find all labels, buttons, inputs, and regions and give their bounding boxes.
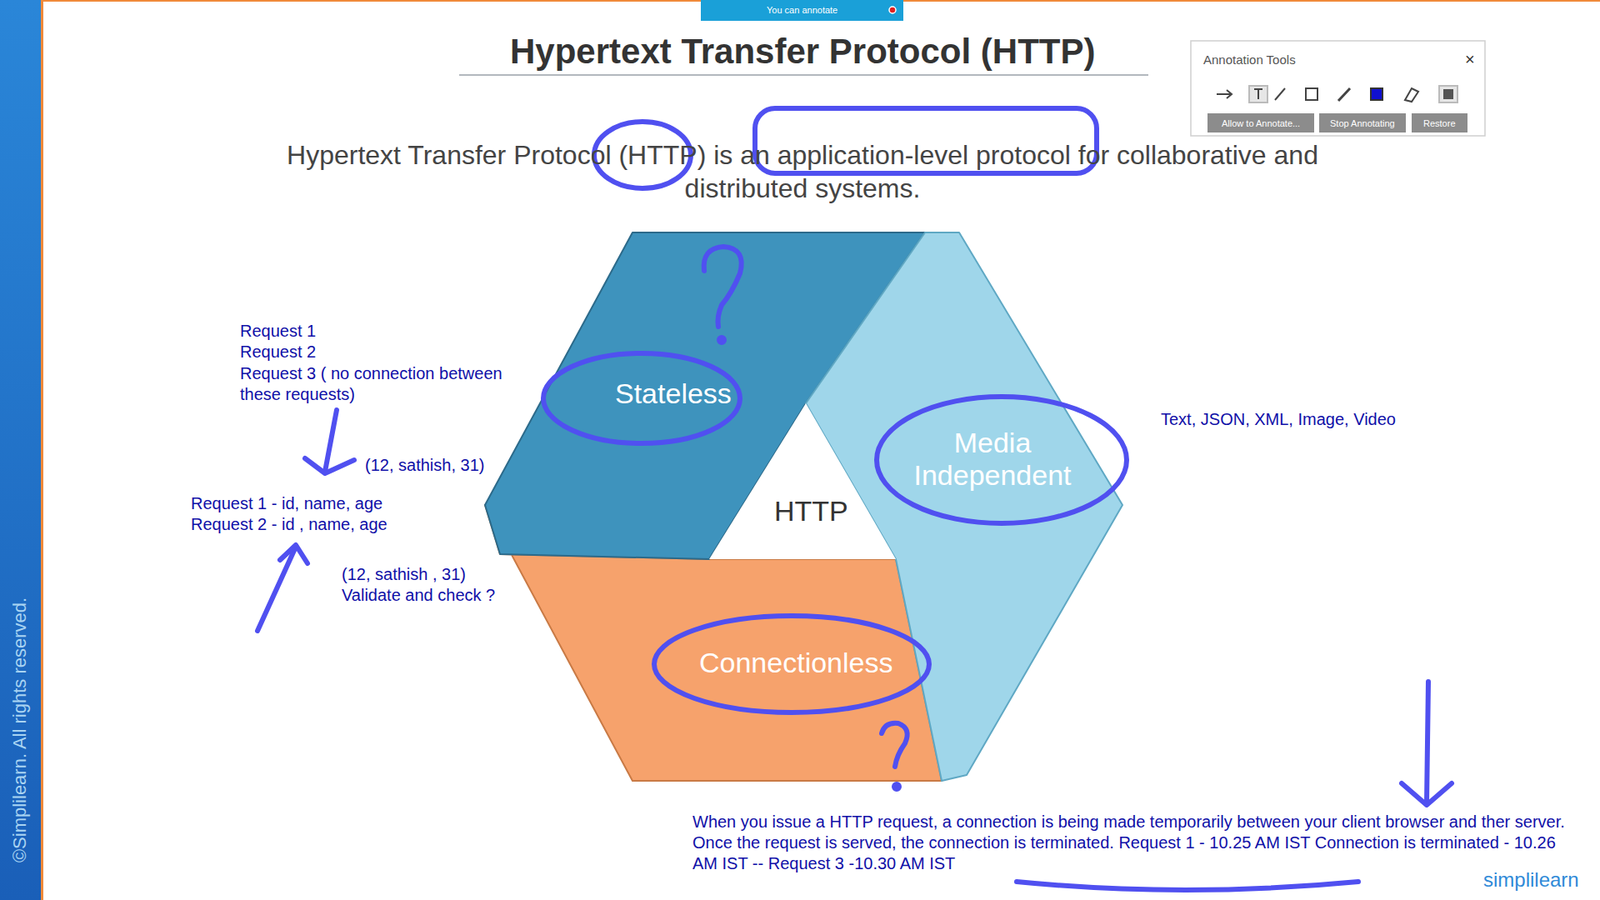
tool-icons (1216, 85, 1458, 103)
annotation-note: Request 1 - id, name, age (190, 494, 383, 514)
copyright-watermark: ©Simplilearn. All rights reserved. (9, 597, 31, 863)
annotation-note: Request 2 (240, 342, 316, 362)
annotate-tab (700, 0, 904, 21)
brand-logo: simplilearn (1483, 868, 1580, 892)
annotation-note: (12, sathish, 31) (365, 455, 485, 475)
band-label: HTTP (774, 495, 849, 528)
band-label: Media Independent (892, 426, 1093, 492)
button-label: Restore (1423, 118, 1456, 129)
annotation-note: Request 3 ( no connection between these … (240, 363, 532, 405)
title-underline (459, 74, 1149, 76)
band-node: Media Independent (887, 423, 1098, 495)
band-label: Connectionless (699, 646, 893, 680)
close-icon: × (1465, 50, 1475, 70)
record-dot (889, 6, 896, 14)
annotation-note: Request 1 (240, 321, 316, 341)
pen-annotations (257, 108, 1452, 890)
intro-text: Hypertext Transfer Protocol (HTTP) is an… (227, 138, 1378, 205)
band-node: HTTP (769, 491, 854, 531)
band-label: Stateless (615, 377, 732, 410)
annotation-note: (12, sathish , 31) (341, 565, 466, 585)
panel-button (1319, 113, 1406, 133)
panel-title: Annotation Tools (1203, 52, 1296, 67)
annotation-note: Request 2 - id , name, age (190, 515, 388, 535)
panel-button (1207, 113, 1315, 133)
annotation-note: Validate and check ? (341, 585, 495, 605)
tab-label: You can annotate (766, 5, 838, 15)
panel-button (1411, 113, 1468, 133)
annotation-note: When you issue a HTTP request, a connect… (692, 811, 1568, 875)
center-triangle (709, 403, 896, 560)
frame-line (40, 0, 44, 900)
button-label: Stop Annotating (1330, 118, 1395, 129)
slide-title: Hypertext Transfer Protocol (HTTP) (510, 31, 1095, 72)
annotation-note: Text, JSON, XML, Image, Video (1160, 410, 1396, 430)
side-strip (0, 0, 41, 900)
button-label: Allow to Annotate... (1221, 118, 1300, 129)
band-node: Connectionless (694, 643, 898, 683)
tool-panel (1190, 40, 1485, 136)
band-node: Stateless (610, 374, 737, 414)
